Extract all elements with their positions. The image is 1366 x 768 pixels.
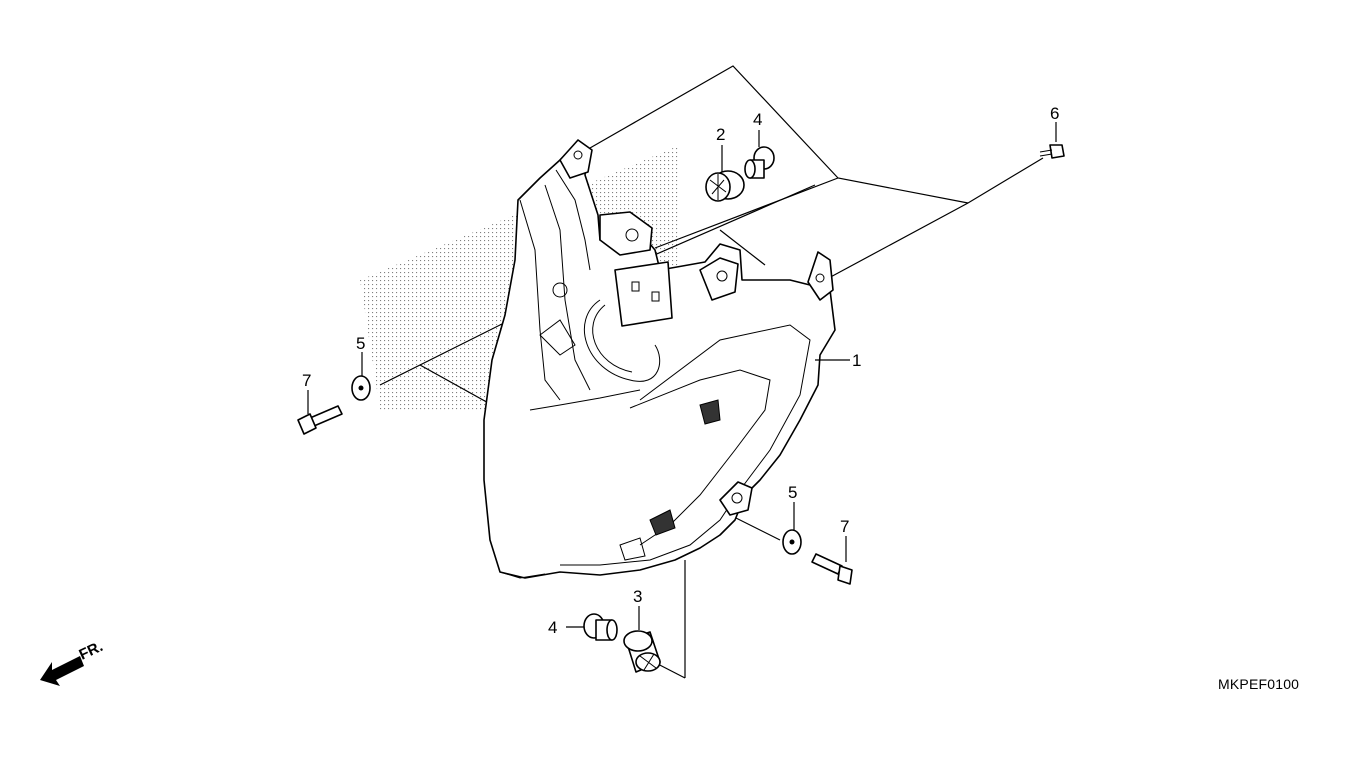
washer-part-5-left xyxy=(351,352,371,401)
bolt-part-7-right xyxy=(811,536,853,585)
collar-part-4-lower xyxy=(566,613,618,641)
callout-7-right: 7 xyxy=(840,517,849,536)
callout-1: 1 xyxy=(852,351,861,370)
diagram-code: MKPEF0100 xyxy=(1218,676,1300,692)
front-direction-arrow-icon: FR. xyxy=(40,638,106,686)
grommet-part-3 xyxy=(623,606,661,673)
headlight-unit xyxy=(483,139,836,579)
callout-2: 2 xyxy=(716,125,725,144)
screw-part-6 xyxy=(1039,122,1065,159)
callout-4-upper: 4 xyxy=(753,110,762,129)
front-direction-label: FR. xyxy=(77,638,106,664)
collar-part-4-upper xyxy=(744,130,775,179)
grommet-part-2 xyxy=(705,145,745,202)
callout-5-left: 5 xyxy=(356,334,365,353)
callout-3: 3 xyxy=(633,587,642,606)
callout-5-right: 5 xyxy=(788,483,797,502)
bolt-part-7-left xyxy=(297,390,343,435)
callout-7-left: 7 xyxy=(302,371,311,390)
callout-6: 6 xyxy=(1050,104,1059,123)
callout-4-lower: 4 xyxy=(548,618,557,637)
washer-part-5-right xyxy=(782,502,802,555)
